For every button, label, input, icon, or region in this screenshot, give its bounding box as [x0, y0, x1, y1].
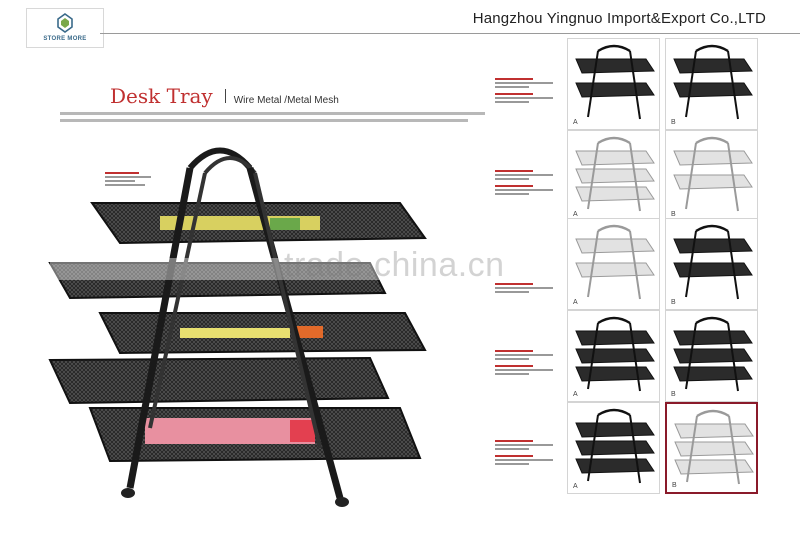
- variant-tag: B: [671, 119, 676, 126]
- tray-thumbnail-image: [575, 316, 655, 392]
- tray-thumbnail-image: [575, 408, 655, 484]
- product-subtitle: Wire Metal /Metal Mesh: [233, 95, 339, 106]
- variant-tag: A: [573, 391, 578, 398]
- variant-thumbnail-7[interactable]: A: [567, 310, 660, 402]
- variant-thumbnail-8[interactable]: B: [665, 310, 758, 402]
- watermark-text: trade.china.cn: [284, 246, 505, 284]
- company-name: Hangzhou Yingnuo Import&Export Co.,LTD: [472, 10, 766, 27]
- variant-tag: A: [573, 483, 578, 490]
- desk-tray-hero-image: [48, 147, 427, 507]
- tray-thumbnail-image: [673, 44, 753, 120]
- variant-thumbnail-5[interactable]: A: [567, 218, 660, 310]
- logo-text: STORE MORE: [43, 36, 87, 42]
- tray-thumbnail-image: [673, 316, 753, 392]
- variant-spec-block: [495, 283, 557, 293]
- tray-thumbnail-image: [673, 136, 753, 212]
- variant-tag: A: [573, 299, 578, 306]
- variant-thumbnail-2[interactable]: B: [665, 38, 758, 130]
- variant-tag: A: [573, 119, 578, 126]
- intro-text-lines: [60, 112, 485, 126]
- product-heading: Desk Tray Wire Metal /Metal Mesh: [110, 84, 339, 108]
- header-rule: [100, 33, 800, 34]
- tray-thumbnail-image: [674, 409, 754, 485]
- variant-thumbnail-3[interactable]: A: [567, 130, 660, 222]
- variant-tag: B: [672, 482, 677, 489]
- title-divider: [224, 89, 226, 103]
- tray-thumbnail-image: [673, 224, 753, 300]
- variant-tag: B: [671, 211, 676, 218]
- variant-thumbnail-1[interactable]: A: [567, 38, 660, 130]
- store-more-logo: STORE MORE: [26, 8, 104, 48]
- main-spec-block: [105, 172, 151, 186]
- variant-tag: A: [573, 211, 578, 218]
- variant-thumbnail-6[interactable]: B: [665, 218, 758, 310]
- tray-thumbnail-image: [575, 224, 655, 300]
- variant-spec-block: [495, 170, 557, 195]
- variant-tag: B: [671, 299, 676, 306]
- variant-thumbnail-9[interactable]: A: [567, 402, 660, 494]
- variant-tag: B: [671, 391, 676, 398]
- variant-spec-block: [495, 78, 557, 103]
- variant-thumbnail-4[interactable]: B: [665, 130, 758, 222]
- variant-spec-block: [495, 440, 557, 465]
- tray-thumbnail-image: [575, 44, 655, 120]
- product-title: Desk Tray: [110, 84, 213, 108]
- tray-thumbnail-image: [575, 136, 655, 212]
- variant-spec-block: [495, 350, 557, 375]
- variant-thumbnail-10[interactable]: B: [665, 402, 758, 494]
- logo-mark-icon: [57, 13, 73, 33]
